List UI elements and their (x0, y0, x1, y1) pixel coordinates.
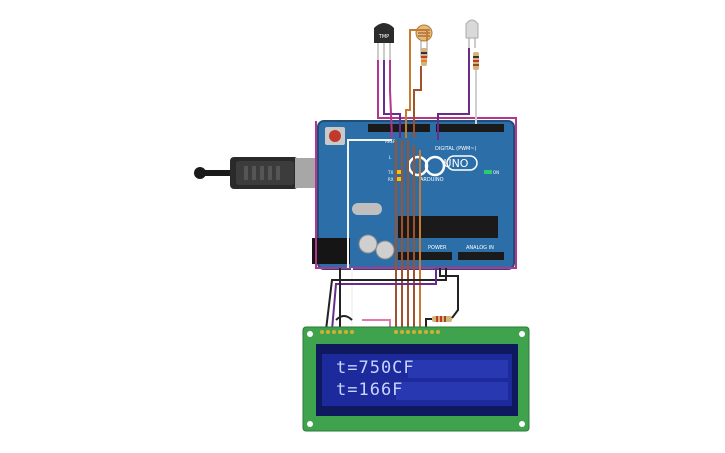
tx-label: TX (387, 170, 393, 175)
crystal-oscillator (352, 203, 382, 215)
on-led (484, 170, 492, 174)
usb-cable (194, 157, 332, 189)
power-label: POWER (428, 245, 447, 251)
lcd-line-1: t=750CF (336, 358, 415, 378)
power-jack (312, 238, 350, 264)
led (465, 19, 479, 48)
on-label: ON (493, 170, 499, 175)
resistor-led (473, 52, 479, 70)
tx-led (396, 170, 402, 174)
arduino-uno-board: UNO ARDUINO DIGITAL (PWM~) POWER ANALOG … (312, 120, 515, 270)
analog-label: ANALOG IN (466, 245, 494, 251)
lcd-line-2: t=166F (336, 380, 404, 400)
digital-label: DIGITAL (PWM~) (435, 146, 477, 152)
sensor-label: TMP (378, 34, 389, 40)
lcd-module (302, 326, 530, 432)
power-header (398, 252, 452, 260)
brand-label: ARDUINO (420, 177, 444, 183)
reset-button-cap (329, 130, 341, 142)
rx-label: RX (388, 177, 394, 182)
analog-header (458, 252, 504, 260)
l-label: L (389, 155, 392, 160)
resistor-lcd-contrast (432, 316, 452, 322)
capacitor-2 (375, 240, 395, 260)
microcontroller-chip (398, 216, 498, 238)
rx-led (396, 177, 402, 181)
resistor-photoresistor (421, 48, 427, 66)
aref-label: AREF (385, 139, 396, 144)
wires (315, 29, 517, 331)
model-label: UNO (444, 157, 469, 170)
temperature-sensor: TMP (374, 23, 394, 60)
capacitor-1 (358, 234, 378, 254)
digital-header-right (436, 124, 504, 132)
